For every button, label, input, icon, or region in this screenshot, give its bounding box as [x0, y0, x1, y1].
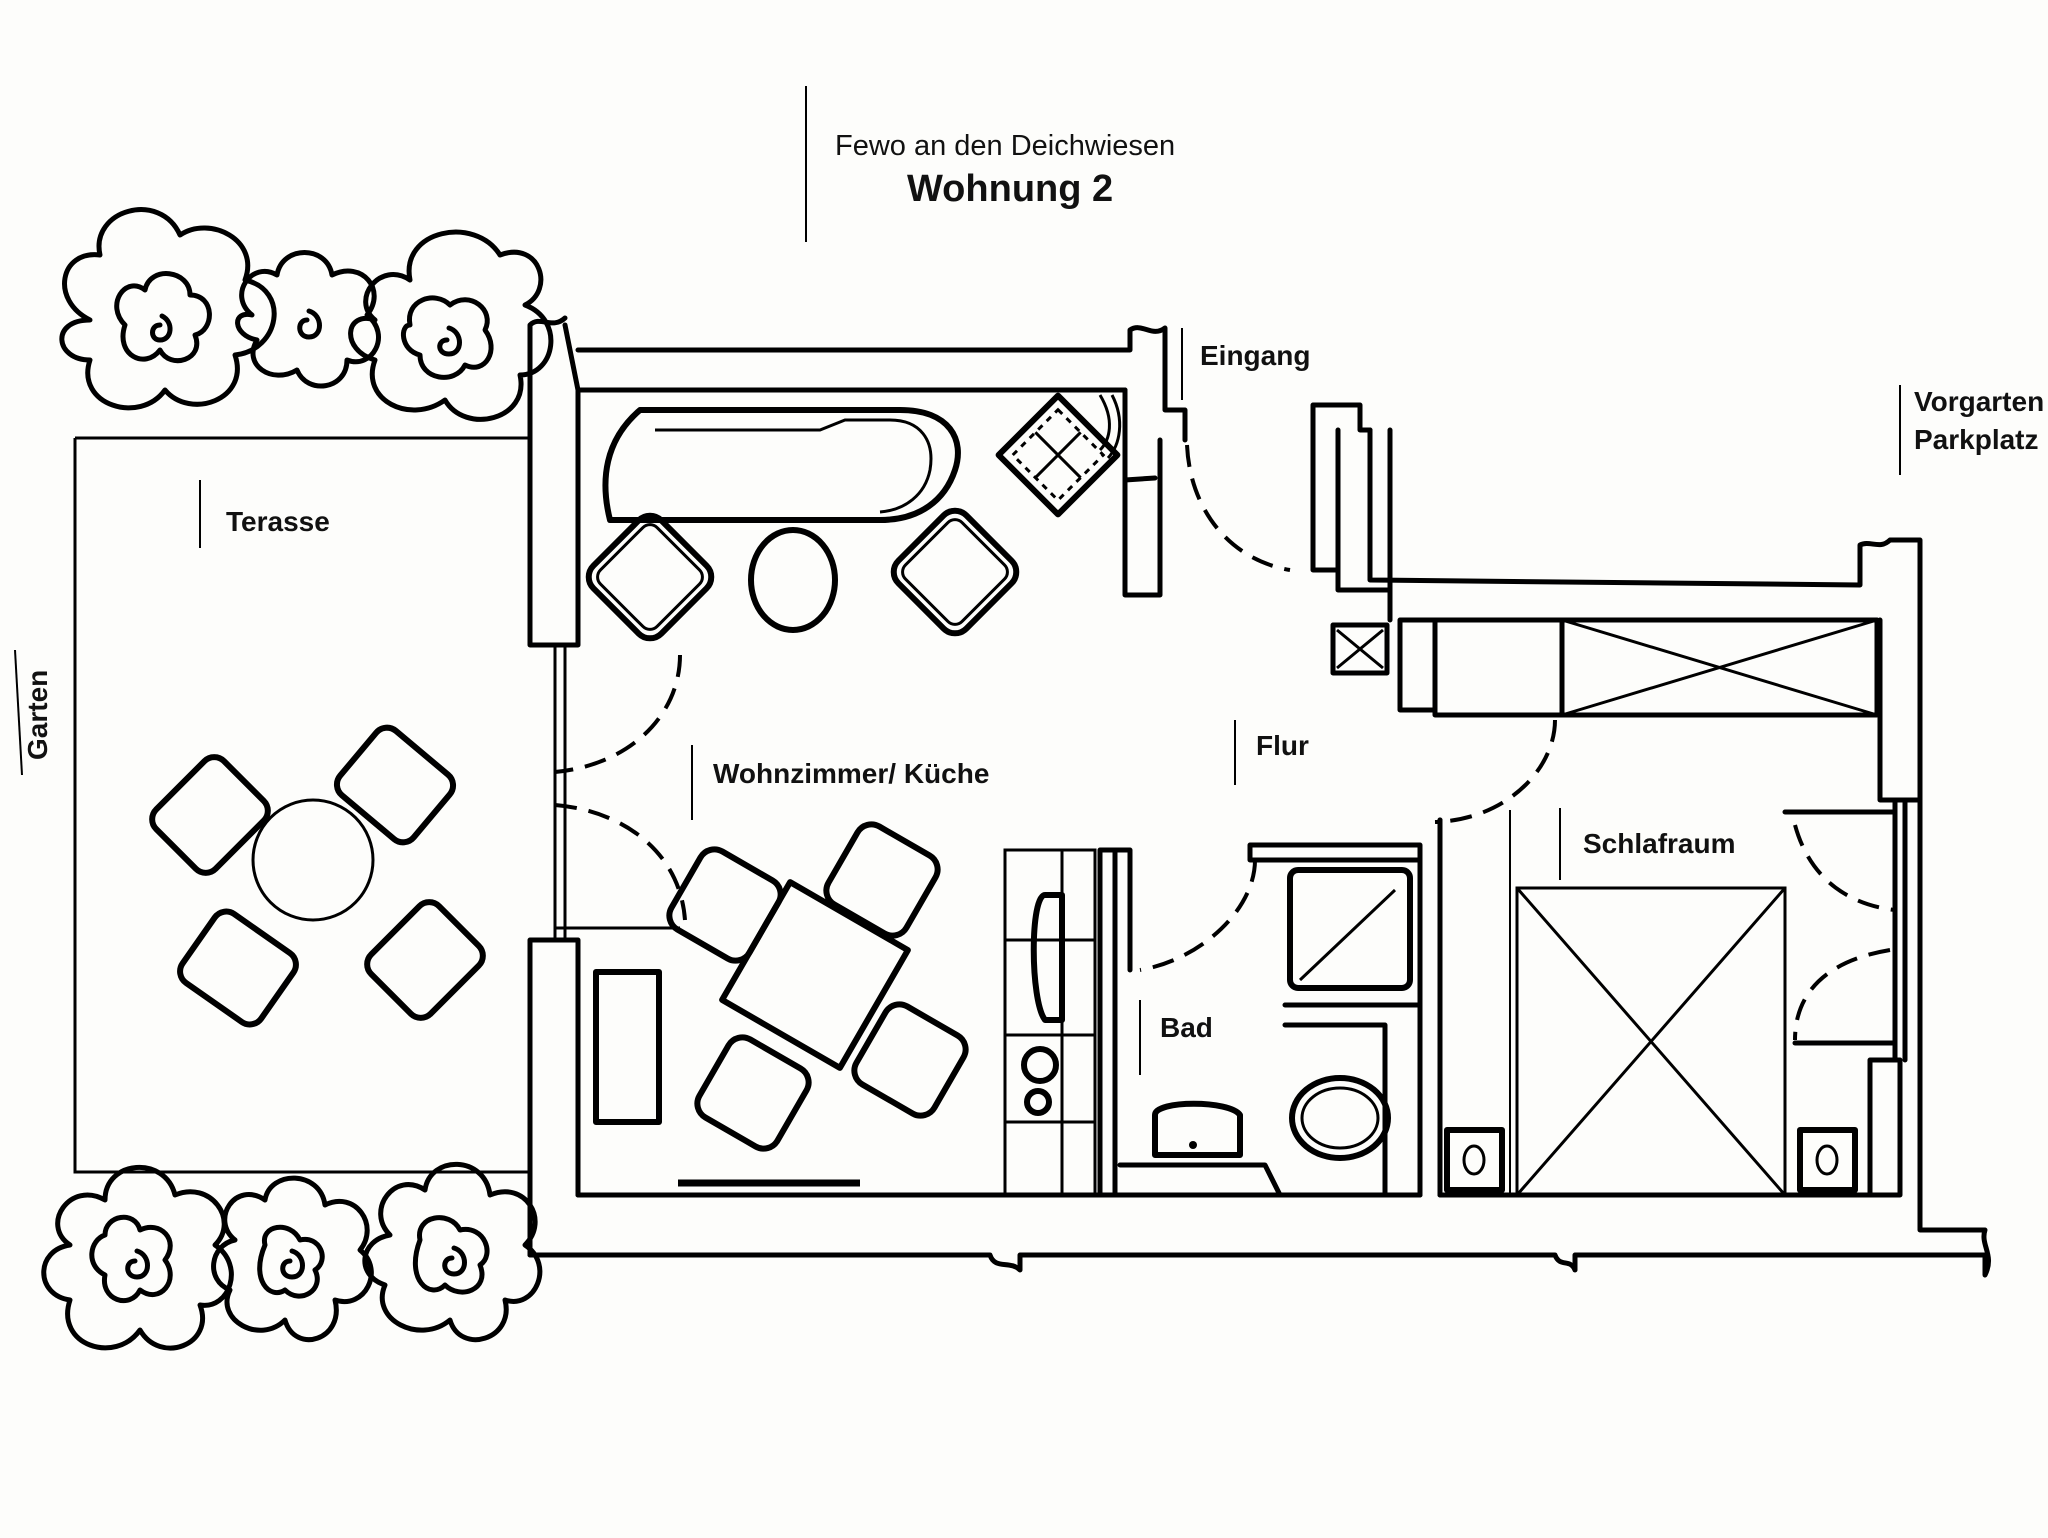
- sink-icon: [1030, 892, 1065, 1023]
- armchair-icon: [890, 507, 1020, 637]
- chair-icon: [851, 1001, 969, 1119]
- label-hallway: Flur: [1256, 730, 1309, 761]
- shower-icon: [1287, 867, 1413, 991]
- shaft-icon: [1330, 622, 1390, 676]
- terrace-door-swing: [554, 803, 687, 921]
- label-garden: Garten: [22, 669, 53, 760]
- bedroom: [1437, 385, 1992, 1278]
- terrace-round-table: [251, 798, 375, 922]
- terrace-area: [14, 436, 530, 1174]
- bush-icon: [362, 1161, 543, 1343]
- label-entrance: Eingang: [1200, 340, 1311, 371]
- chair-icon: [364, 899, 486, 1021]
- label-terrace: Terasse: [226, 506, 330, 537]
- bush-icon: [41, 1165, 234, 1351]
- bedroom-door-swing: [1434, 719, 1557, 824]
- exterior-walls: [527, 315, 1988, 1273]
- sideboard-icon: [593, 969, 662, 1125]
- tv-cabinet-icon: [995, 392, 1121, 518]
- bush-icon: [211, 1175, 374, 1343]
- label-front-garden: Vorgarten: [1914, 386, 2045, 417]
- terrace-door-swing: [554, 654, 682, 774]
- bush-icon: [235, 250, 381, 389]
- bushes-bottom: [41, 1161, 543, 1351]
- entrance-door-swing: [1185, 444, 1291, 572]
- hallway: [1181, 328, 1923, 824]
- label-parking: Parkplatz: [1914, 424, 2039, 455]
- bush-icon: [348, 229, 554, 422]
- bathroom: [1097, 817, 1443, 1198]
- subtitle: Fewo an den Deichwiesen: [835, 130, 1176, 162]
- chair-icon: [149, 754, 271, 876]
- bathroom-door-swing: [1139, 859, 1257, 972]
- chair-icon: [333, 724, 457, 846]
- living-room: [554, 387, 1163, 1197]
- stove-burner-icon: [1021, 1046, 1059, 1084]
- nightstand-icon: [1797, 1127, 1858, 1193]
- washbasin-icon: [1152, 1100, 1243, 1158]
- chair-icon: [177, 908, 299, 1028]
- label-bedroom: Schlafraum: [1583, 828, 1736, 859]
- kitchen-counter: [1003, 848, 1097, 1197]
- chair-icon: [823, 821, 941, 939]
- bedroom-side-door-swing: [1793, 824, 1896, 912]
- wardrobe-icon: [1432, 617, 1880, 718]
- chair-icon: [694, 1034, 812, 1152]
- stove-burner-icon: [1024, 1088, 1052, 1116]
- garden-leader-line: [14, 649, 23, 776]
- label-living-kitchen: Wohnzimmer/ Küche: [713, 758, 990, 789]
- bushes-top: [59, 207, 554, 422]
- coffee-table: [748, 527, 838, 633]
- nightstand-icon: [1444, 1127, 1505, 1193]
- page-title: Wohnung 2: [907, 168, 1114, 210]
- chair-icon: [666, 846, 784, 964]
- armchair-icon: [585, 512, 715, 642]
- bush-icon: [59, 207, 277, 411]
- sofa-icon: [602, 407, 961, 523]
- double-bed-icon: [1515, 886, 1787, 1197]
- toilet-icon: [1289, 1075, 1391, 1161]
- label-bathroom: Bad: [1160, 1012, 1213, 1043]
